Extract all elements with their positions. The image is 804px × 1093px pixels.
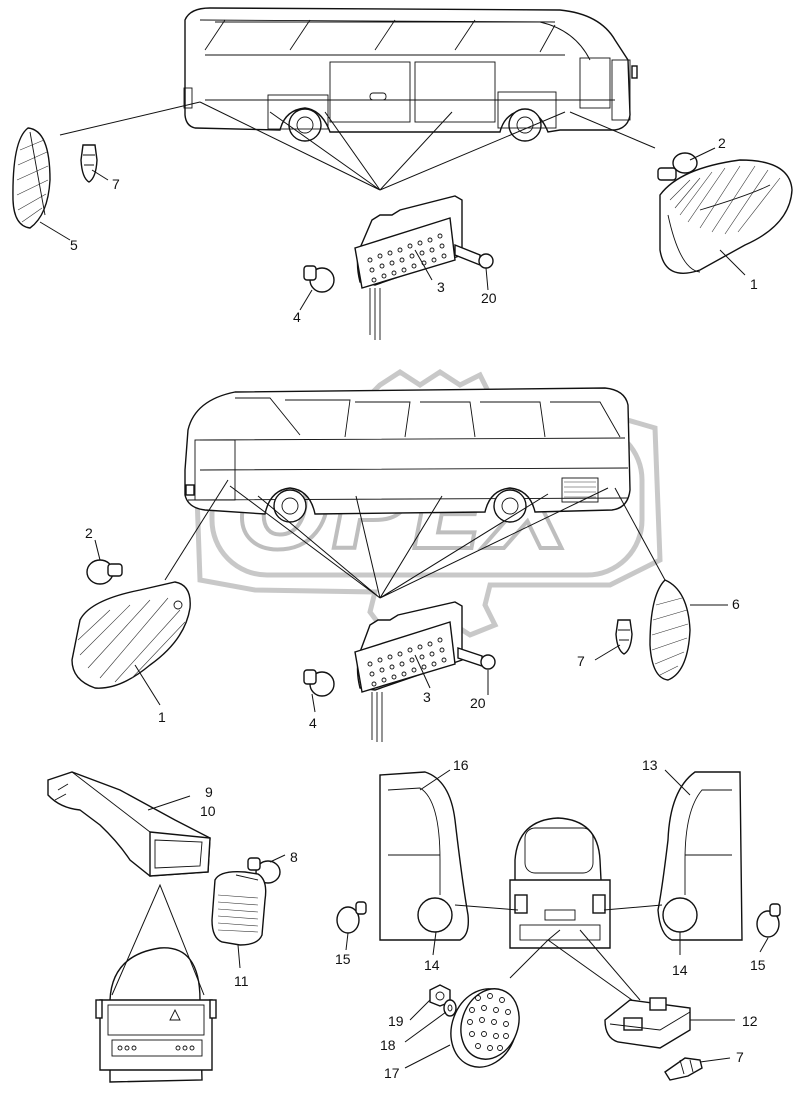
side-lamp-9-10 <box>47 771 211 877</box>
bulb-2-top <box>657 152 698 181</box>
coach-side-view-middle <box>184 387 631 523</box>
washer-18 <box>443 999 457 1017</box>
callout-20-middle: 20 <box>470 695 486 711</box>
lamp-1-middle <box>71 581 191 689</box>
round-lamp-17 <box>450 988 520 1068</box>
front-view-leader-lines <box>111 795 286 996</box>
marker-lamp-3-top <box>354 195 463 340</box>
bulb-2-middle <box>86 559 123 585</box>
marker-lamp-3-middle <box>354 601 463 742</box>
marker-lamp-6 <box>649 579 691 681</box>
callout-14-left: 14 <box>424 957 440 973</box>
callout-4-top: 4 <box>293 309 301 325</box>
screw-20-middle <box>457 647 496 670</box>
bulb-15-right <box>756 903 781 938</box>
bottom-right-callouts: 16 13 14 14 15 15 12 7 19 18 17 <box>335 757 766 1081</box>
top-callouts: 5 7 2 1 3 20 4 <box>70 135 758 325</box>
license-lamp-12 <box>604 997 691 1049</box>
bulb-7-bottom <box>664 1057 703 1081</box>
callout-2-middle: 2 <box>85 525 93 541</box>
callout-1-top: 1 <box>750 276 758 292</box>
callout-19: 19 <box>388 1013 404 1029</box>
callout-7-top: 7 <box>112 176 120 192</box>
callout-7-bottom: 7 <box>736 1049 744 1065</box>
lamp-1-top <box>659 159 793 274</box>
callout-10: 10 <box>200 803 216 819</box>
callout-5: 5 <box>70 237 78 253</box>
bulb-7-top <box>80 144 98 183</box>
callout-18: 18 <box>380 1037 396 1053</box>
rear-lamp-housing-16 <box>379 771 470 941</box>
top-callout-leaders <box>39 147 746 311</box>
callout-20-top: 20 <box>481 290 497 306</box>
coach-side-view-top <box>183 7 638 142</box>
bottom-left-callouts: 9 10 8 11 <box>200 784 298 989</box>
callout-12: 12 <box>742 1013 758 1029</box>
coach-front-view <box>95 947 217 1083</box>
rear-lamp-housing-13 <box>657 771 743 941</box>
bulb-7-middle <box>615 619 633 655</box>
bulb-4-top <box>303 265 335 293</box>
callout-6: 6 <box>732 596 740 612</box>
callout-8: 8 <box>290 849 298 865</box>
marker-lamp-5 <box>12 127 51 229</box>
callout-1-middle: 1 <box>158 709 166 725</box>
callout-16: 16 <box>453 757 469 773</box>
coach-rear-view <box>509 817 611 949</box>
bulb-4-middle <box>303 669 335 697</box>
middle-callouts: 2 1 3 20 4 6 7 <box>85 525 740 731</box>
bottom-right-leader-lines <box>345 769 769 1069</box>
callout-3-middle: 3 <box>423 689 431 705</box>
callout-14-right: 14 <box>672 962 688 978</box>
callout-17: 17 <box>384 1065 400 1081</box>
callout-11: 11 <box>234 973 249 989</box>
screw-20-top <box>454 243 494 269</box>
callout-9: 9 <box>205 784 213 800</box>
callout-15-right: 15 <box>750 957 766 973</box>
callout-13: 13 <box>642 757 658 773</box>
top-leader-lines <box>59 101 656 191</box>
middle-leader-lines <box>164 479 666 599</box>
bulb-15-left <box>336 901 367 934</box>
middle-callout-leaders <box>94 539 728 713</box>
lamp-11 <box>211 870 267 946</box>
callout-7-middle: 7 <box>577 653 585 669</box>
callout-2-top: 2 <box>718 135 726 151</box>
callout-3-top: 3 <box>437 279 445 295</box>
callout-15-left: 15 <box>335 951 351 967</box>
callout-4-middle: 4 <box>309 715 317 731</box>
